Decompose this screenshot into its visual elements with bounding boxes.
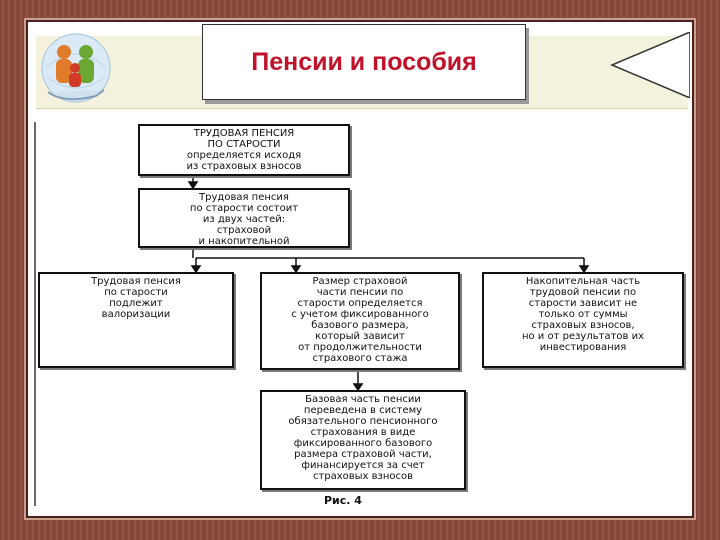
title-box: Пенсии и пособия <box>202 24 526 100</box>
left-divider <box>34 122 36 506</box>
figure-caption: Рис. 4 <box>324 494 362 507</box>
slide-content: Пенсии и пособия <box>28 22 692 516</box>
page-title: Пенсии и пособия <box>251 47 477 76</box>
family-logo-icon <box>41 33 111 103</box>
box-pension-parts: Трудовая пенсия по старости состоит из д… <box>138 188 350 248</box>
box-valorization: Трудовая пенсия по старости подлежит вал… <box>38 272 234 368</box>
box-insurance-part: Размер страховой части пенсии по старост… <box>260 272 460 370</box>
connector-lines <box>187 175 590 392</box>
arrow-banner-icon <box>610 32 690 98</box>
pension-diagram: ТРУДОВАЯ ПЕНСИЯ ПО СТАРОСТИ определяется… <box>28 22 692 516</box>
box-base-part: Базовая часть пенсии переведена в систем… <box>260 390 466 490</box>
box-funded-part: Накопительная часть трудовой пенсии по с… <box>482 272 684 368</box>
box-labor-pension: ТРУДОВАЯ ПЕНСИЯ ПО СТАРОСТИ определяется… <box>138 124 350 176</box>
